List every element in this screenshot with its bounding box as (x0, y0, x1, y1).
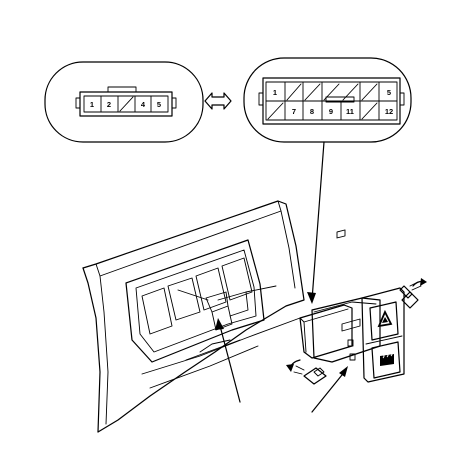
opening-4 (221, 257, 253, 301)
connector-5p-lock-right (171, 97, 177, 109)
pin-label: 1 (273, 88, 277, 97)
connector-12p-key (325, 96, 355, 103)
pin-label: 5 (157, 100, 161, 109)
connector-12p-lock-right (399, 92, 405, 106)
connector-12p-bubble (243, 57, 412, 143)
connector-5p-lock-left (75, 97, 81, 109)
pin-label: 5 (387, 88, 391, 97)
connector-5p-bubble (44, 61, 204, 143)
pin-label: 12 (385, 107, 393, 116)
opening-1 (141, 287, 173, 335)
bracket-leader-arrow (215, 318, 241, 403)
connector-5p-callout: 1 2 4 5 (44, 61, 204, 143)
connector-5p-cavity (83, 95, 169, 113)
opening-3 (195, 267, 227, 311)
switch-opening-frame (125, 239, 265, 363)
rear-defogger-switch-button (371, 341, 401, 379)
switch-assembly (299, 229, 405, 383)
connector-leader-arrow (307, 141, 325, 304)
pin-label: 1 (90, 100, 94, 109)
switch-front-face (361, 287, 405, 383)
connector-5p-key (107, 86, 137, 93)
connector-5p-empty-slot (119, 96, 134, 112)
pin-label: 9 (329, 107, 333, 116)
hazard-switch-button (369, 301, 399, 341)
warning-triangle-icon (377, 309, 393, 328)
rear-defogger-icon (380, 351, 394, 366)
pin-label: 11 (346, 107, 354, 116)
screw-icon (286, 359, 327, 385)
dashboard-panel (82, 200, 305, 433)
pin-label: 8 (310, 107, 314, 116)
switch-leader-arrow (311, 366, 348, 413)
connector-12p-callout: 1 5 7 8 9 11 12 (243, 57, 412, 143)
pin-label: 2 (107, 100, 111, 109)
pin-label: 4 (141, 100, 146, 109)
switch-connector-housing (299, 304, 353, 359)
screw-icon (399, 278, 427, 309)
double-arrow-icon (204, 92, 232, 110)
connector-12p-lock-left (258, 92, 264, 106)
opening-2 (167, 277, 201, 321)
pin-label: 7 (292, 107, 296, 116)
